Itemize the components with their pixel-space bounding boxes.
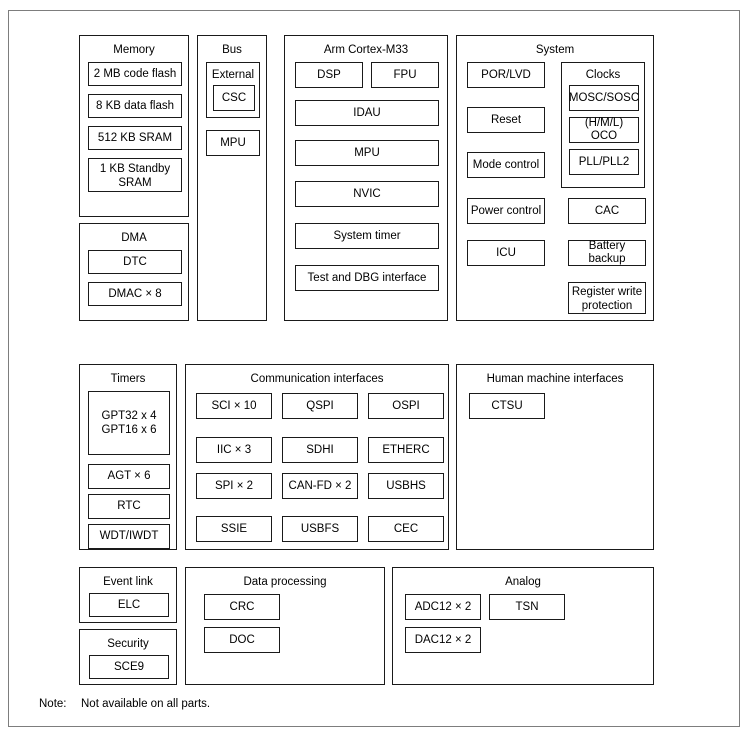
group-human-machine-interfaces: Human machine interfaces CTSU	[456, 364, 654, 550]
block-can-fd: CAN-FD × 2	[282, 473, 358, 499]
block-ospi: OSPI	[368, 393, 444, 419]
group-clocks-title: Clocks	[585, 69, 621, 81]
block-icu: ICU	[467, 240, 545, 266]
block-elc: ELC	[89, 593, 169, 617]
block-sram: 512 KB SRAM	[88, 126, 182, 150]
group-cpu-title: Arm Cortex-M33	[323, 44, 409, 56]
block-system-timer: System timer	[295, 223, 439, 249]
note-text: Not available on all parts.	[81, 698, 211, 710]
group-data-processing-title: Data processing	[243, 576, 327, 588]
group-memory: Memory 2 MB code flash 8 KB data flash 5…	[79, 35, 189, 217]
group-data-processing: Data processing CRC DOC	[185, 567, 385, 685]
block-dac12: DAC12 × 2	[405, 627, 481, 653]
block-crc: CRC	[204, 594, 280, 620]
block-ssie: SSIE	[196, 516, 272, 542]
block-nvic: NVIC	[295, 181, 439, 207]
note-label: Note:	[39, 698, 67, 710]
group-human-machine-interfaces-title: Human machine interfaces	[486, 373, 624, 385]
block-rtc: RTC	[88, 494, 170, 519]
block-pll: PLL/PLL2	[569, 149, 639, 175]
group-dma-title: DMA	[121, 232, 147, 244]
group-analog-title: Analog	[505, 576, 541, 588]
group-security: Security SCE9	[79, 629, 177, 685]
block-reset: Reset	[467, 107, 545, 133]
block-usbfs: USBFS	[282, 516, 358, 542]
group-system: System POR/LVD Reset Mode control Power …	[456, 35, 654, 321]
group-system-title: System	[535, 44, 575, 56]
group-clocks: Clocks MOSC/SOSC (H/M/L) OCO PLL/PLL2	[561, 62, 645, 188]
block-gpt: GPT32 x 4 GPT16 x 6	[88, 391, 170, 455]
block-register-write-protection: Register write protection	[568, 282, 646, 314]
block-dmac: DMAC × 8	[88, 282, 182, 306]
group-bus-external-title: External	[211, 69, 255, 81]
block-dtc: DTC	[88, 250, 182, 274]
block-register-write-protection-line2: protection	[581, 299, 633, 312]
block-csc: CSC	[213, 85, 255, 111]
block-cpu-mpu: MPU	[295, 140, 439, 166]
group-analog: Analog ADC12 × 2 TSN DAC12 × 2	[392, 567, 654, 685]
group-event-link: Event link ELC	[79, 567, 177, 623]
group-bus: Bus External CSC MPU	[197, 35, 267, 321]
block-gpt-line1: GPT32 x 4	[101, 410, 157, 422]
block-sce9: SCE9	[89, 655, 169, 679]
block-mode-control: Mode control	[467, 152, 545, 178]
group-security-title: Security	[107, 638, 149, 650]
block-cac: CAC	[568, 198, 646, 224]
block-sdhi: SDHI	[282, 437, 358, 463]
block-doc: DOC	[204, 627, 280, 653]
block-adc12: ADC12 × 2	[405, 594, 481, 620]
block-cec: CEC	[368, 516, 444, 542]
block-iic: IIC × 3	[196, 437, 272, 463]
block-gpt-line2: GPT16 x 6	[101, 423, 157, 436]
group-communication-interfaces-title: Communication interfaces	[250, 373, 384, 385]
group-cpu: Arm Cortex-M33 DSP FPU IDAU MPU NVIC Sys…	[284, 35, 448, 321]
group-dma: DMA DTC DMAC × 8	[79, 223, 189, 321]
group-bus-title: Bus	[222, 44, 242, 56]
block-spi: SPI × 2	[196, 473, 272, 499]
block-data-flash: 8 KB data flash	[88, 94, 182, 118]
group-timers: Timers GPT32 x 4 GPT16 x 6 AGT × 6 RTC W…	[79, 364, 177, 550]
group-timers-title: Timers	[110, 373, 146, 385]
block-ctsu: CTSU	[469, 393, 545, 419]
block-fpu: FPU	[371, 62, 439, 88]
block-por-lvd: POR/LVD	[467, 62, 545, 88]
block-standby-sram-line1: 1 KB Standby	[99, 163, 171, 175]
block-wdt-iwdt: WDT/IWDT	[88, 524, 170, 549]
block-power-control: Power control	[467, 198, 545, 224]
block-register-write-protection-line1: Register write	[571, 286, 643, 298]
block-agt: AGT × 6	[88, 464, 170, 489]
block-usbhs: USBHS	[368, 473, 444, 499]
block-bus-mpu: MPU	[206, 130, 260, 156]
block-idau: IDAU	[295, 100, 439, 126]
group-bus-external: External CSC	[206, 62, 260, 118]
block-code-flash: 2 MB code flash	[88, 62, 182, 86]
block-oco: (H/M/L) OCO	[569, 117, 639, 143]
block-standby-sram-line2: SRAM	[118, 176, 152, 189]
block-dsp: DSP	[295, 62, 363, 88]
block-test-dbg-interface: Test and DBG interface	[295, 265, 439, 291]
group-event-link-title: Event link	[103, 576, 153, 588]
block-sci: SCI × 10	[196, 393, 272, 419]
block-standby-sram: 1 KB Standby SRAM	[88, 158, 182, 192]
block-qspi: QSPI	[282, 393, 358, 419]
page-frame: Memory 2 MB code flash 8 KB data flash 5…	[8, 10, 740, 727]
block-battery-backup: Battery backup	[568, 240, 646, 266]
block-etherc: ETHERC	[368, 437, 444, 463]
block-mosc-sosc: MOSC/SOSC	[569, 85, 639, 111]
block-tsn: TSN	[489, 594, 565, 620]
group-memory-title: Memory	[113, 44, 155, 56]
group-communication-interfaces: Communication interfaces SCI × 10 QSPI O…	[185, 364, 449, 550]
